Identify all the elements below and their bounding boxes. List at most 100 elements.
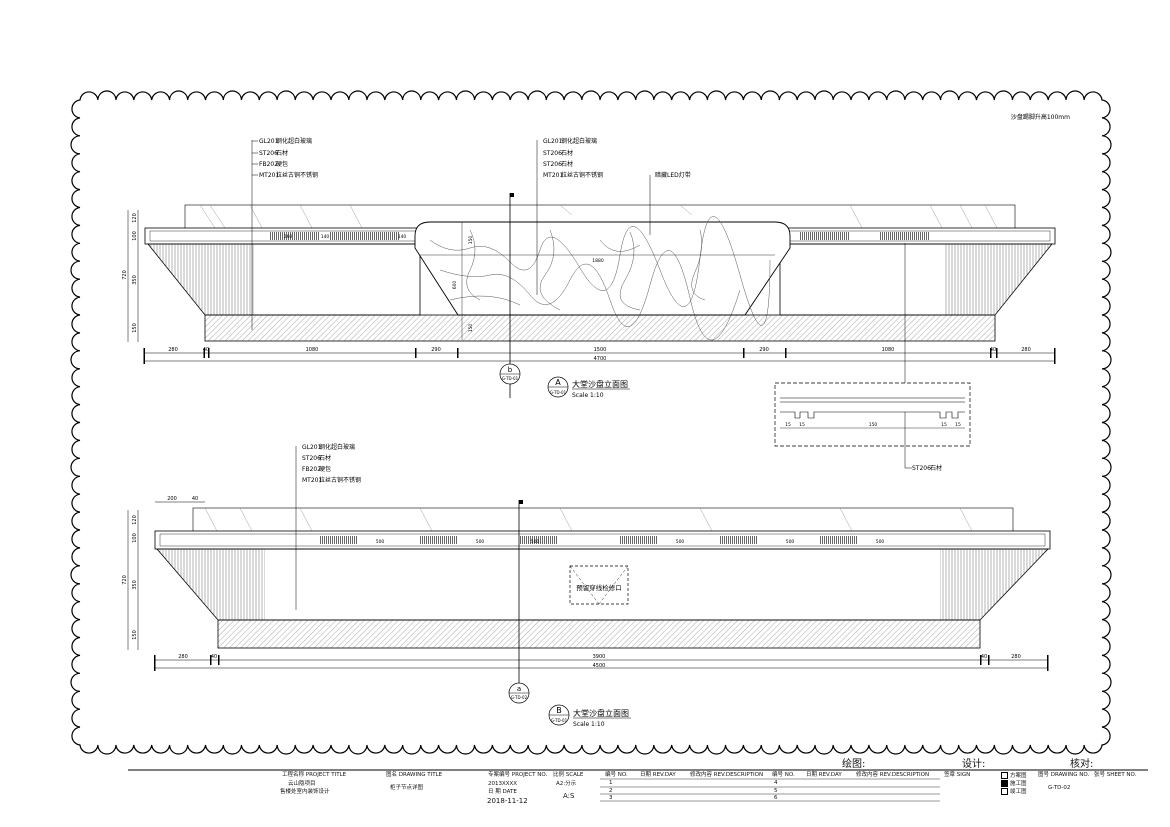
design-label: 设计:	[962, 759, 986, 770]
dim-b-left-2: 720	[122, 575, 128, 585]
callout-a-left-2-text: 硬包	[276, 160, 288, 168]
rev-header-5: 修改内容 REV.DESCRIPTION	[856, 772, 930, 778]
title-marker-b-sheet: G-TD-01	[551, 718, 568, 723]
callout-a-center-2-text: 石材	[561, 160, 573, 168]
rev-no-2: 2	[609, 788, 613, 794]
dim-a-inner-0: 260	[284, 234, 293, 240]
dim-a-left-1: 100	[132, 231, 138, 241]
draw-label: 绘图:	[842, 759, 866, 770]
rev-header-3: 编号 NO.	[772, 772, 795, 778]
callout-a-center-3-text: 拉丝古铜不锈钢	[561, 171, 603, 179]
dim-b-3: 40	[981, 654, 987, 660]
dim-b-inner-4: 500	[786, 539, 795, 545]
section-marker-b-sheet: G-TD-01	[502, 376, 519, 381]
callout-a-center-1-code: ST206	[543, 150, 562, 157]
opening-label: 预留穿线检修口	[576, 583, 622, 592]
rev-header-6: 签章 SIGN	[944, 772, 971, 778]
dim-b-inner-2: 500	[531, 539, 540, 545]
rev-header-0: 编号 NO.	[605, 772, 628, 778]
dim-a-left-0: 120	[132, 213, 138, 223]
callout-a-center-0-code: GL201	[543, 138, 563, 145]
elevation-b: 500 500 500 500 500 500 预留穿线检修口 200 40 2…	[122, 443, 1051, 728]
dim-a-inner-1: 140	[321, 234, 330, 240]
dim-a-inner-3: 1880	[592, 258, 604, 264]
drawing-title: 柜子节点详图	[390, 785, 424, 791]
project-no-label: 专案编号 PROJECT NO.	[488, 772, 548, 778]
led-note: 暗藏LED灯带	[655, 171, 691, 179]
stage-construction-checkbox	[1001, 780, 1008, 787]
drawing-no-label: 图号 DRAWING NO.	[1038, 772, 1090, 778]
dim-b-top-1: 40	[192, 496, 198, 502]
callout-b-3-code: MT201	[302, 477, 322, 484]
dim-b-left-4: 150	[132, 630, 138, 640]
section-marker-a-sheet: G-TD-02	[511, 695, 528, 700]
callout-a-left-1-code: ST206	[259, 150, 278, 157]
rev-no-5: 5	[774, 788, 778, 794]
detail-dim-3: 15	[941, 422, 947, 428]
dim-a-0: 280	[168, 347, 178, 353]
stage-scheme: 方案图	[1001, 772, 1027, 780]
dim-b-inner-5: 500	[876, 539, 885, 545]
rev-no-3: 3	[609, 795, 613, 801]
dim-a-2: 1080	[306, 347, 319, 353]
dim-b-left-0: 120	[132, 515, 138, 525]
stage-completion: 竣工图	[1001, 788, 1027, 796]
callout-a-left-2-code: FB202	[259, 161, 278, 168]
elevation-b-scale: Scale 1:10	[573, 721, 605, 728]
note-top-right: 沙盘踢脚升高100mm	[1011, 113, 1070, 121]
dim-b-left-3: 350	[132, 580, 138, 590]
callout-b-0-text: 钢化超白玻璃	[319, 443, 355, 451]
scale-label: 比例 SCALE	[553, 772, 584, 778]
dim-a-left-4: 150	[132, 323, 138, 333]
callout-b-2-code: FB202	[302, 466, 321, 473]
elevation-b-title: 大堂沙盘立面图	[573, 708, 629, 718]
callout-a-left-3-code: MT201	[259, 172, 279, 179]
title-marker-a-letter: A	[555, 378, 561, 387]
detail-dim-0: 15	[785, 422, 791, 428]
callout-a-left-3-text: 拉丝古铜不锈钢	[276, 171, 318, 179]
callout-b-1-text: 石材	[319, 454, 331, 462]
callout-a-left-0-text: 钢化超白玻璃	[276, 137, 312, 145]
callout-a-left-0-code: GL201	[259, 138, 279, 145]
stage-construction: 施工图	[1001, 780, 1027, 788]
dim-b-top-0: 200	[167, 496, 177, 502]
rev-no-6: 6	[774, 795, 778, 801]
callout-b-2-text: 硬包	[319, 465, 331, 473]
dim-b-total: 4500	[593, 663, 606, 669]
dim-a-5: 290	[759, 347, 769, 353]
callout-b-3-text: 拉丝古铜不锈钢	[319, 476, 361, 484]
dim-b-0: 280	[178, 654, 188, 660]
callout-a-center-2-code: ST206	[543, 161, 562, 168]
dim-b-1: 40	[211, 654, 217, 660]
rev-header-2: 修改内容 REV.DESCRIPTION	[690, 772, 764, 778]
dim-b-left-1: 100	[132, 533, 138, 543]
scale-2: A:S	[563, 792, 575, 800]
project-name-2: 售楼处室内装饰设计	[280, 789, 330, 795]
detail-dim-2: 150	[869, 422, 878, 428]
dim-a-inner-6: 150	[468, 324, 474, 333]
dim-a-4: 1500	[594, 347, 607, 353]
revision-cloud-border	[70, 90, 1112, 755]
check-label: 核对:	[1070, 759, 1094, 770]
project-name-1: 云山隐项目	[288, 781, 316, 787]
detail-section: 15 15 150 15 15 ST206 石材	[774, 382, 971, 472]
section-marker-a-letter: a	[517, 685, 521, 693]
elevation-a-scale: Scale 1:10	[572, 392, 604, 399]
dim-b-4: 280	[1011, 654, 1021, 660]
detail-callout-text: 石材	[930, 464, 942, 472]
callout-a-center-0-text: 钢化超白玻璃	[561, 137, 597, 145]
scale-value: A2:分示	[556, 781, 577, 787]
stage-scheme-checkbox	[1001, 772, 1008, 779]
callout-b-0-code: GL201	[302, 444, 322, 451]
rev-header-1: 日期 REV.DAY	[640, 772, 676, 778]
dim-a-inner-2: 140	[398, 234, 407, 240]
title-marker-a-sheet: G-TD-01	[550, 390, 567, 395]
dim-a-inner-4: 150	[468, 236, 474, 245]
title-marker-b-letter: B	[556, 706, 562, 715]
drawing-no: G-TD-02	[1048, 785, 1071, 791]
dim-b-2: 3900	[593, 654, 606, 660]
dim-a-total: 4700	[594, 356, 607, 362]
dim-a-left-3: 720	[122, 270, 128, 280]
rev-no-4: 4	[774, 780, 778, 786]
